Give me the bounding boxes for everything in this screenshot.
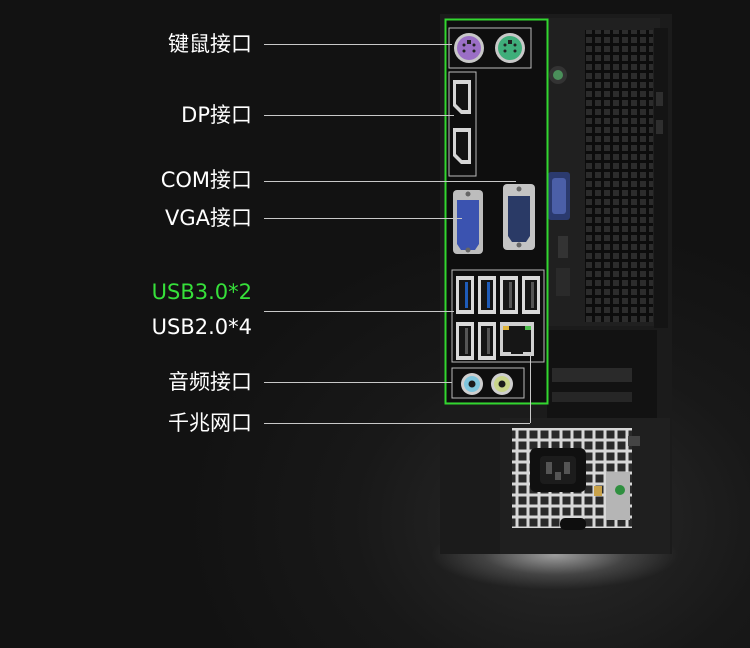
usb2-port-3 [456, 322, 474, 360]
leader-com [264, 181, 516, 182]
io-highlight-box [444, 18, 549, 405]
usb2-port-1 [500, 276, 518, 314]
leader-ethernet [264, 423, 530, 424]
leader-ethernet-vertical [530, 352, 531, 423]
power-supply [512, 428, 640, 530]
label-keyboard-mouse: 键鼠接口 [168, 32, 252, 56]
com-port [503, 184, 535, 250]
ps2-mouse-port [495, 33, 525, 63]
ps2-keyboard-port [454, 33, 484, 63]
leader-dp [264, 115, 454, 116]
label-usb3: USB3.0*2 [151, 280, 252, 304]
ethernet-port [500, 322, 534, 356]
leader-audio [264, 382, 452, 383]
side-serial-port [548, 66, 570, 296]
vga-port [453, 190, 483, 254]
usb2-port-4 [478, 322, 496, 360]
label-vga: VGA接口 [164, 206, 252, 230]
label-com: COM接口 [160, 168, 252, 192]
usb3-port-2 [478, 276, 496, 314]
usb3-port-1 [456, 276, 474, 314]
usb2-port-2 [522, 276, 540, 314]
label-dp: DP接口 [181, 103, 252, 127]
audio-line-out-port [491, 373, 513, 395]
leader-vga [264, 218, 462, 219]
label-audio: 音频接口 [168, 370, 252, 394]
displayport-1 [453, 80, 471, 114]
leader-usb [264, 311, 454, 312]
io-panel [444, 18, 549, 405]
label-usb2: USB2.0*4 [151, 315, 252, 339]
vent-grill [585, 30, 653, 322]
leader-keyboard-mouse [264, 44, 452, 45]
audio-line-in-port [461, 373, 483, 395]
displayport-2 [453, 128, 471, 164]
label-ethernet: 千兆网口 [168, 411, 252, 435]
